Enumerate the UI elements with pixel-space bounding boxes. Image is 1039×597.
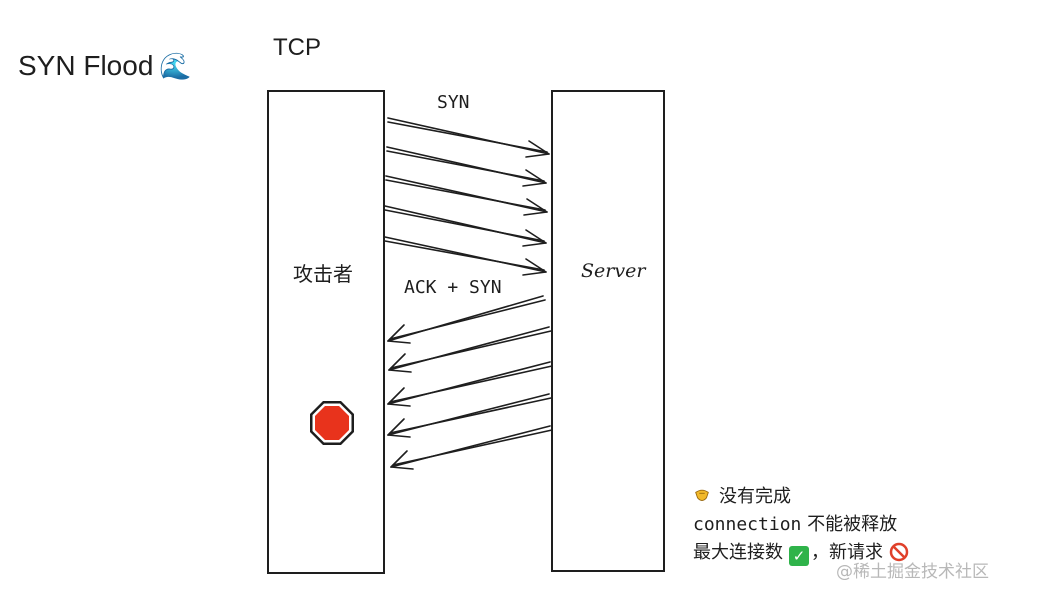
- diagram-title: SYN Flood🌊: [18, 50, 192, 82]
- pin-icon: [695, 489, 709, 501]
- note-text-new-request: ，新请求: [811, 542, 883, 563]
- note-line-3: 最大连接数 ✓，新请求: [693, 539, 909, 567]
- syn-arrow: [384, 205, 547, 247]
- syn-arrow: [385, 175, 548, 216]
- syn-arrow: [387, 117, 550, 158]
- attacker-box: [267, 90, 385, 574]
- server-box: [551, 90, 665, 572]
- syn-arrow: [384, 236, 547, 276]
- ack-syn-arrow: [387, 295, 546, 344]
- syn-arrow: [386, 146, 547, 187]
- ack-syn-arrow: [390, 425, 553, 470]
- watermark: @稀土掘金技术社区: [836, 562, 989, 582]
- stop-sign-icon: [310, 401, 354, 445]
- ack-syn-arrow: [387, 393, 552, 438]
- ack-syn-label: ACK + SYN: [404, 277, 502, 298]
- ack-syn-arrow: [387, 361, 553, 407]
- note-text-incomplete: 没有完成: [719, 486, 791, 507]
- ack-syn-arrow: [388, 326, 552, 373]
- check-icon: ✓: [789, 546, 809, 566]
- protocol-label: TCP: [273, 34, 321, 61]
- wave-icon: 🌊: [159, 51, 192, 81]
- note-line-2: connection 不能被释放: [693, 511, 909, 539]
- syn-label: SYN: [437, 92, 470, 113]
- notes-block: 没有完成 connection 不能被释放 最大连接数 ✓，新请求: [693, 483, 909, 567]
- attacker-label: 攻击者: [293, 262, 353, 286]
- note-text-not-released: 不能被释放: [801, 514, 898, 535]
- server-label: Server: [581, 260, 646, 282]
- title-text: SYN Flood: [18, 50, 154, 81]
- note-line-1: 没有完成: [693, 483, 909, 511]
- no-entry-icon: [889, 542, 909, 562]
- note-text-max-connections: 最大连接数: [693, 542, 783, 563]
- note-code-connection: connection: [693, 514, 802, 535]
